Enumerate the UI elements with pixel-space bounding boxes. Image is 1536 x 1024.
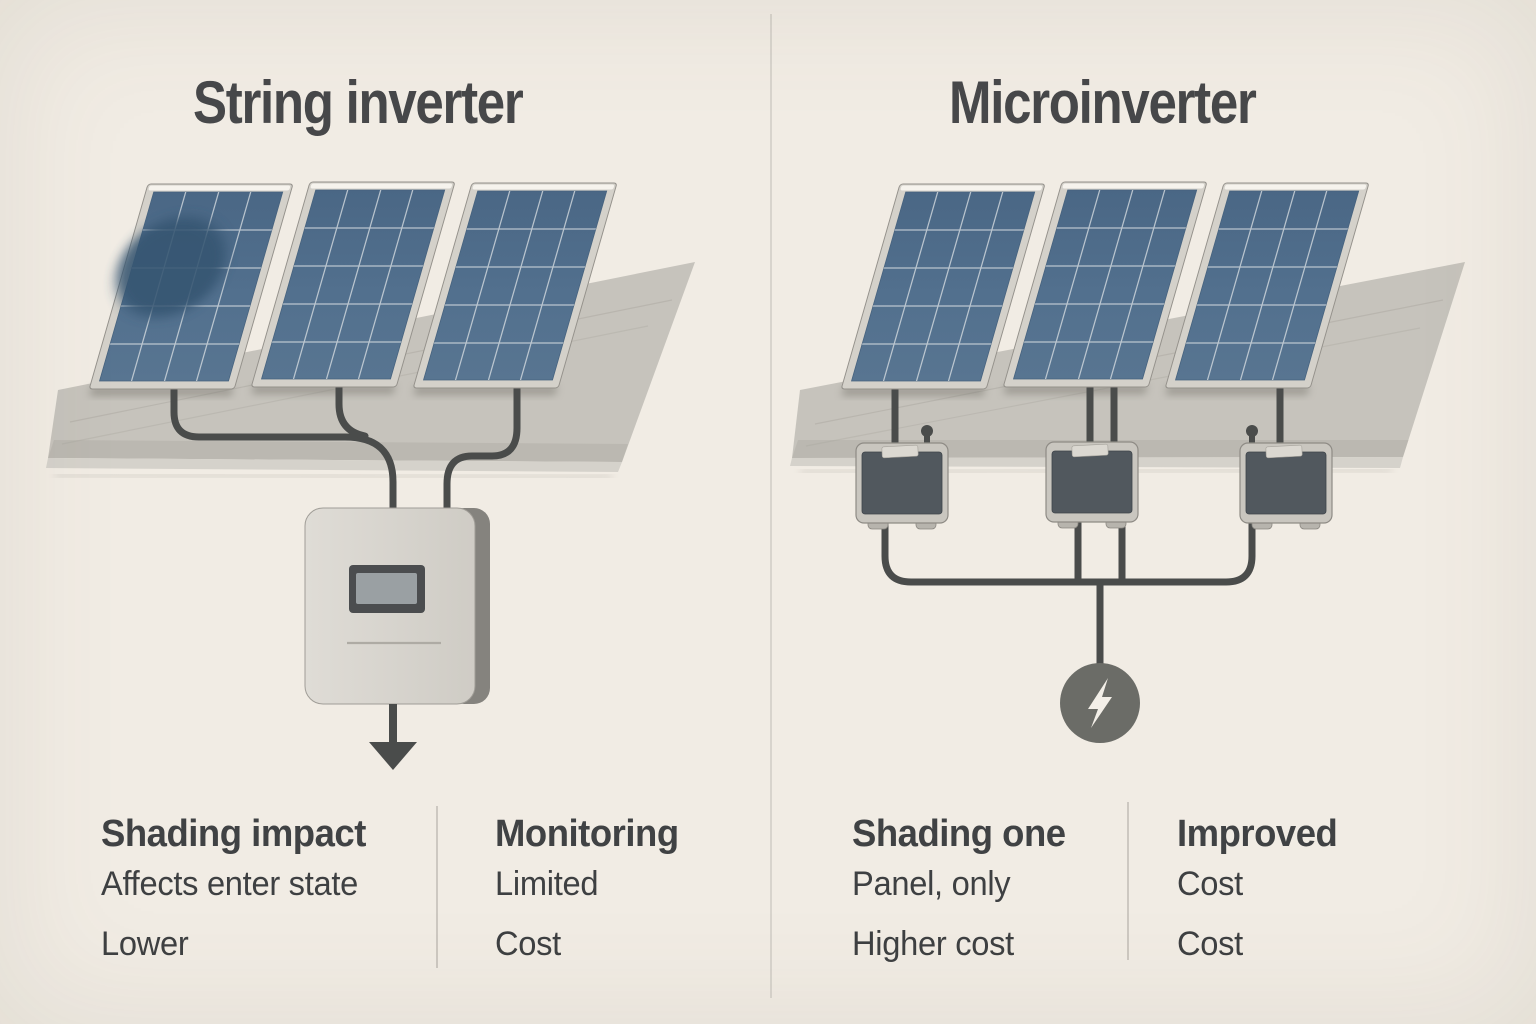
microinverter-unit-3: [1239, 425, 1333, 530]
left-col1-line2: Lower: [101, 925, 189, 963]
string-panel-1: [88, 183, 294, 390]
right-col2-line1: Cost: [1177, 865, 1243, 903]
antenna-knob-icon: [1246, 425, 1258, 437]
microinverter-unit-2: [1045, 441, 1139, 529]
left-title: String inverter: [193, 69, 524, 136]
right-col2-line2: Cost: [1177, 925, 1243, 963]
microinverter-unit-1: [855, 425, 949, 530]
right-column-divider: [1127, 802, 1129, 960]
string-wiring: [170, 383, 521, 519]
string-inverter-diagram: [46, 181, 695, 770]
right-col1-header: Shading one: [852, 813, 1066, 855]
shading-blob: [116, 217, 227, 317]
antenna-knob-icon: [921, 425, 933, 437]
left-col2-line2: Cost: [495, 925, 561, 963]
right-col1-line2: Higher cost: [852, 925, 1014, 963]
string-inverter-unit: [304, 507, 490, 705]
left-col2-line1: Limited: [495, 865, 599, 903]
right-title: Microinverter: [949, 69, 1257, 136]
micro-wiring: [881, 379, 1284, 670]
lightning-bolt-icon: [1060, 663, 1140, 743]
left-column-divider: [436, 806, 438, 968]
center-divider: [770, 14, 772, 998]
microinverter-diagram: [790, 181, 1465, 743]
left-col1-header: Shading impact: [101, 813, 366, 855]
left-col1-line1: Affects enter state: [101, 865, 359, 903]
down-arrow-icon: [369, 704, 417, 770]
right-col2-header: Improved: [1177, 813, 1338, 855]
right-col1-line1: Panel, only: [852, 865, 1011, 903]
left-col2-header: Monitoring: [495, 813, 679, 855]
